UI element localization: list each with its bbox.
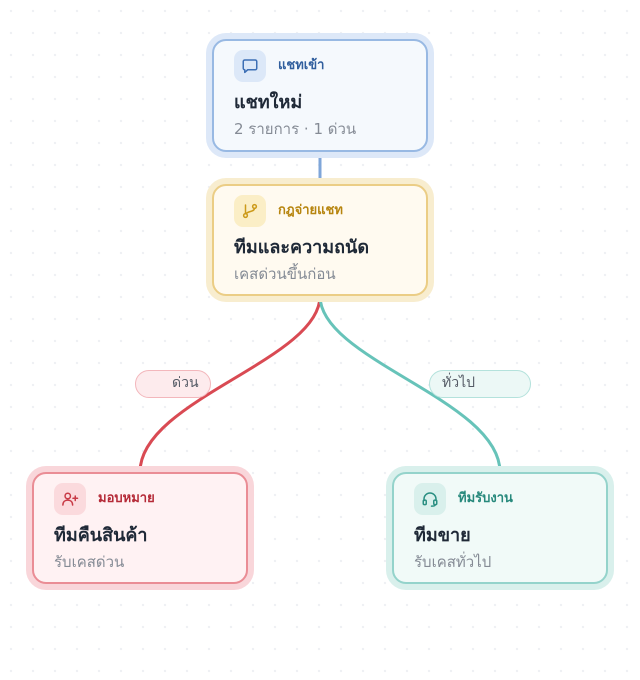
edge-rule-to-returns — [138, 295, 322, 473]
node-sales-icon-box — [414, 483, 446, 515]
node-rule-icon-box — [234, 195, 266, 227]
node-routing-rule[interactable]: กฎจ่ายแชท ทีมและความถนัด เคสด่วนขึ้นก่อน — [212, 184, 428, 296]
node-inbound-chat[interactable]: แชทเข้า แชทใหม่ 2 รายการ · 1 ด่วน — [212, 39, 428, 152]
node-sales-subtitle: รับเคสทั่วไป — [414, 553, 492, 571]
edge-label-general: ทั่วไป — [429, 370, 531, 398]
edge-label-urgent: ด่วน — [135, 370, 211, 398]
node-returns-subtitle: รับเคสด่วน — [54, 553, 125, 571]
node-sales-title: ทีมขาย — [414, 525, 471, 546]
user-plus-icon — [62, 492, 79, 506]
chat-bubble-icon — [242, 59, 258, 74]
node-sales-team[interactable]: ทีมรับงาน ทีมขาย รับเคสทั่วไป — [392, 472, 608, 584]
edge-label-urgent-text: ด่วน — [172, 375, 199, 391]
node-rule-subtitle: เคสด่วนขึ้นก่อน — [234, 265, 336, 283]
node-returns-icon-box — [54, 483, 86, 515]
node-returns-tag: มอบหมาย — [98, 491, 155, 506]
node-inbound-subtitle: 2 รายการ · 1 ด่วน — [234, 120, 357, 138]
node-sales-tag: ทีมรับงาน — [458, 491, 513, 506]
node-rule-tag: กฎจ่ายแชท — [278, 203, 343, 218]
edge-label-general-text: ทั่วไป — [442, 375, 476, 391]
headset-icon — [422, 492, 438, 507]
node-inbound-title: แชทใหม่ — [234, 92, 303, 113]
node-returns-title: ทีมคืนสินค้า — [54, 525, 148, 546]
node-returns-team[interactable]: มอบหมาย ทีมคืนสินค้า รับเคสด่วน — [32, 472, 248, 584]
node-inbound-tag: แชทเข้า — [278, 58, 325, 73]
edge-rule-to-sales — [318, 295, 502, 473]
node-inbound-icon-box — [234, 50, 266, 82]
node-rule-title: ทีมและความถนัด — [234, 237, 370, 258]
branch-icon — [242, 203, 258, 219]
